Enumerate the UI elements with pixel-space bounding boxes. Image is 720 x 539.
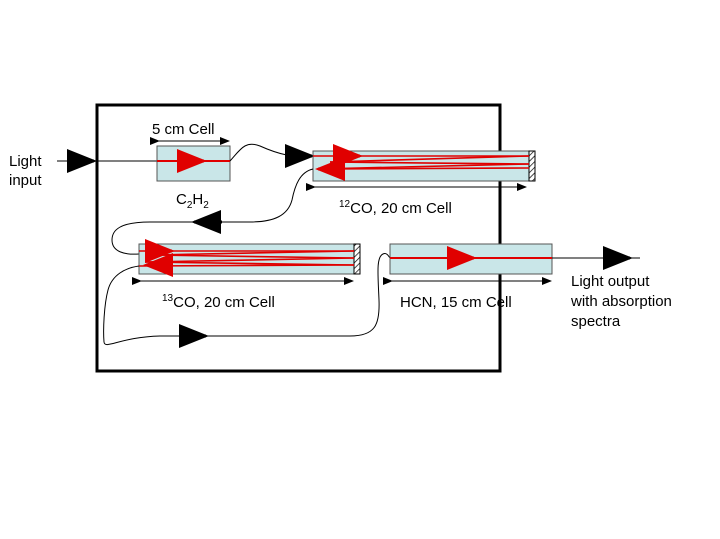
output-label-1: Light output xyxy=(571,273,650,290)
light-input-label-2: input xyxy=(9,172,42,189)
output-label-2: with absorption xyxy=(570,293,672,310)
co13-label: 13CO, 20 cm Cell xyxy=(162,293,275,311)
co12-label: 12CO, 20 cm Cell xyxy=(339,199,452,217)
co13-mirror xyxy=(353,243,361,275)
enclosure-box xyxy=(95,103,502,373)
hcn-label: HCN, 15 cm Cell xyxy=(400,294,512,311)
c2h2-length-label: 5 cm Cell xyxy=(152,121,215,138)
co12-beam-paths xyxy=(313,155,530,170)
output-label-3: spectra xyxy=(571,313,621,330)
c2h2-label: C2H2 xyxy=(176,191,209,211)
c2h2-cell xyxy=(156,145,231,182)
fiber-13co-to-hcn xyxy=(103,253,391,346)
co12-mirror xyxy=(528,150,536,182)
co13-beam-paths xyxy=(138,250,355,267)
light-input-label-1: Light xyxy=(9,153,42,170)
